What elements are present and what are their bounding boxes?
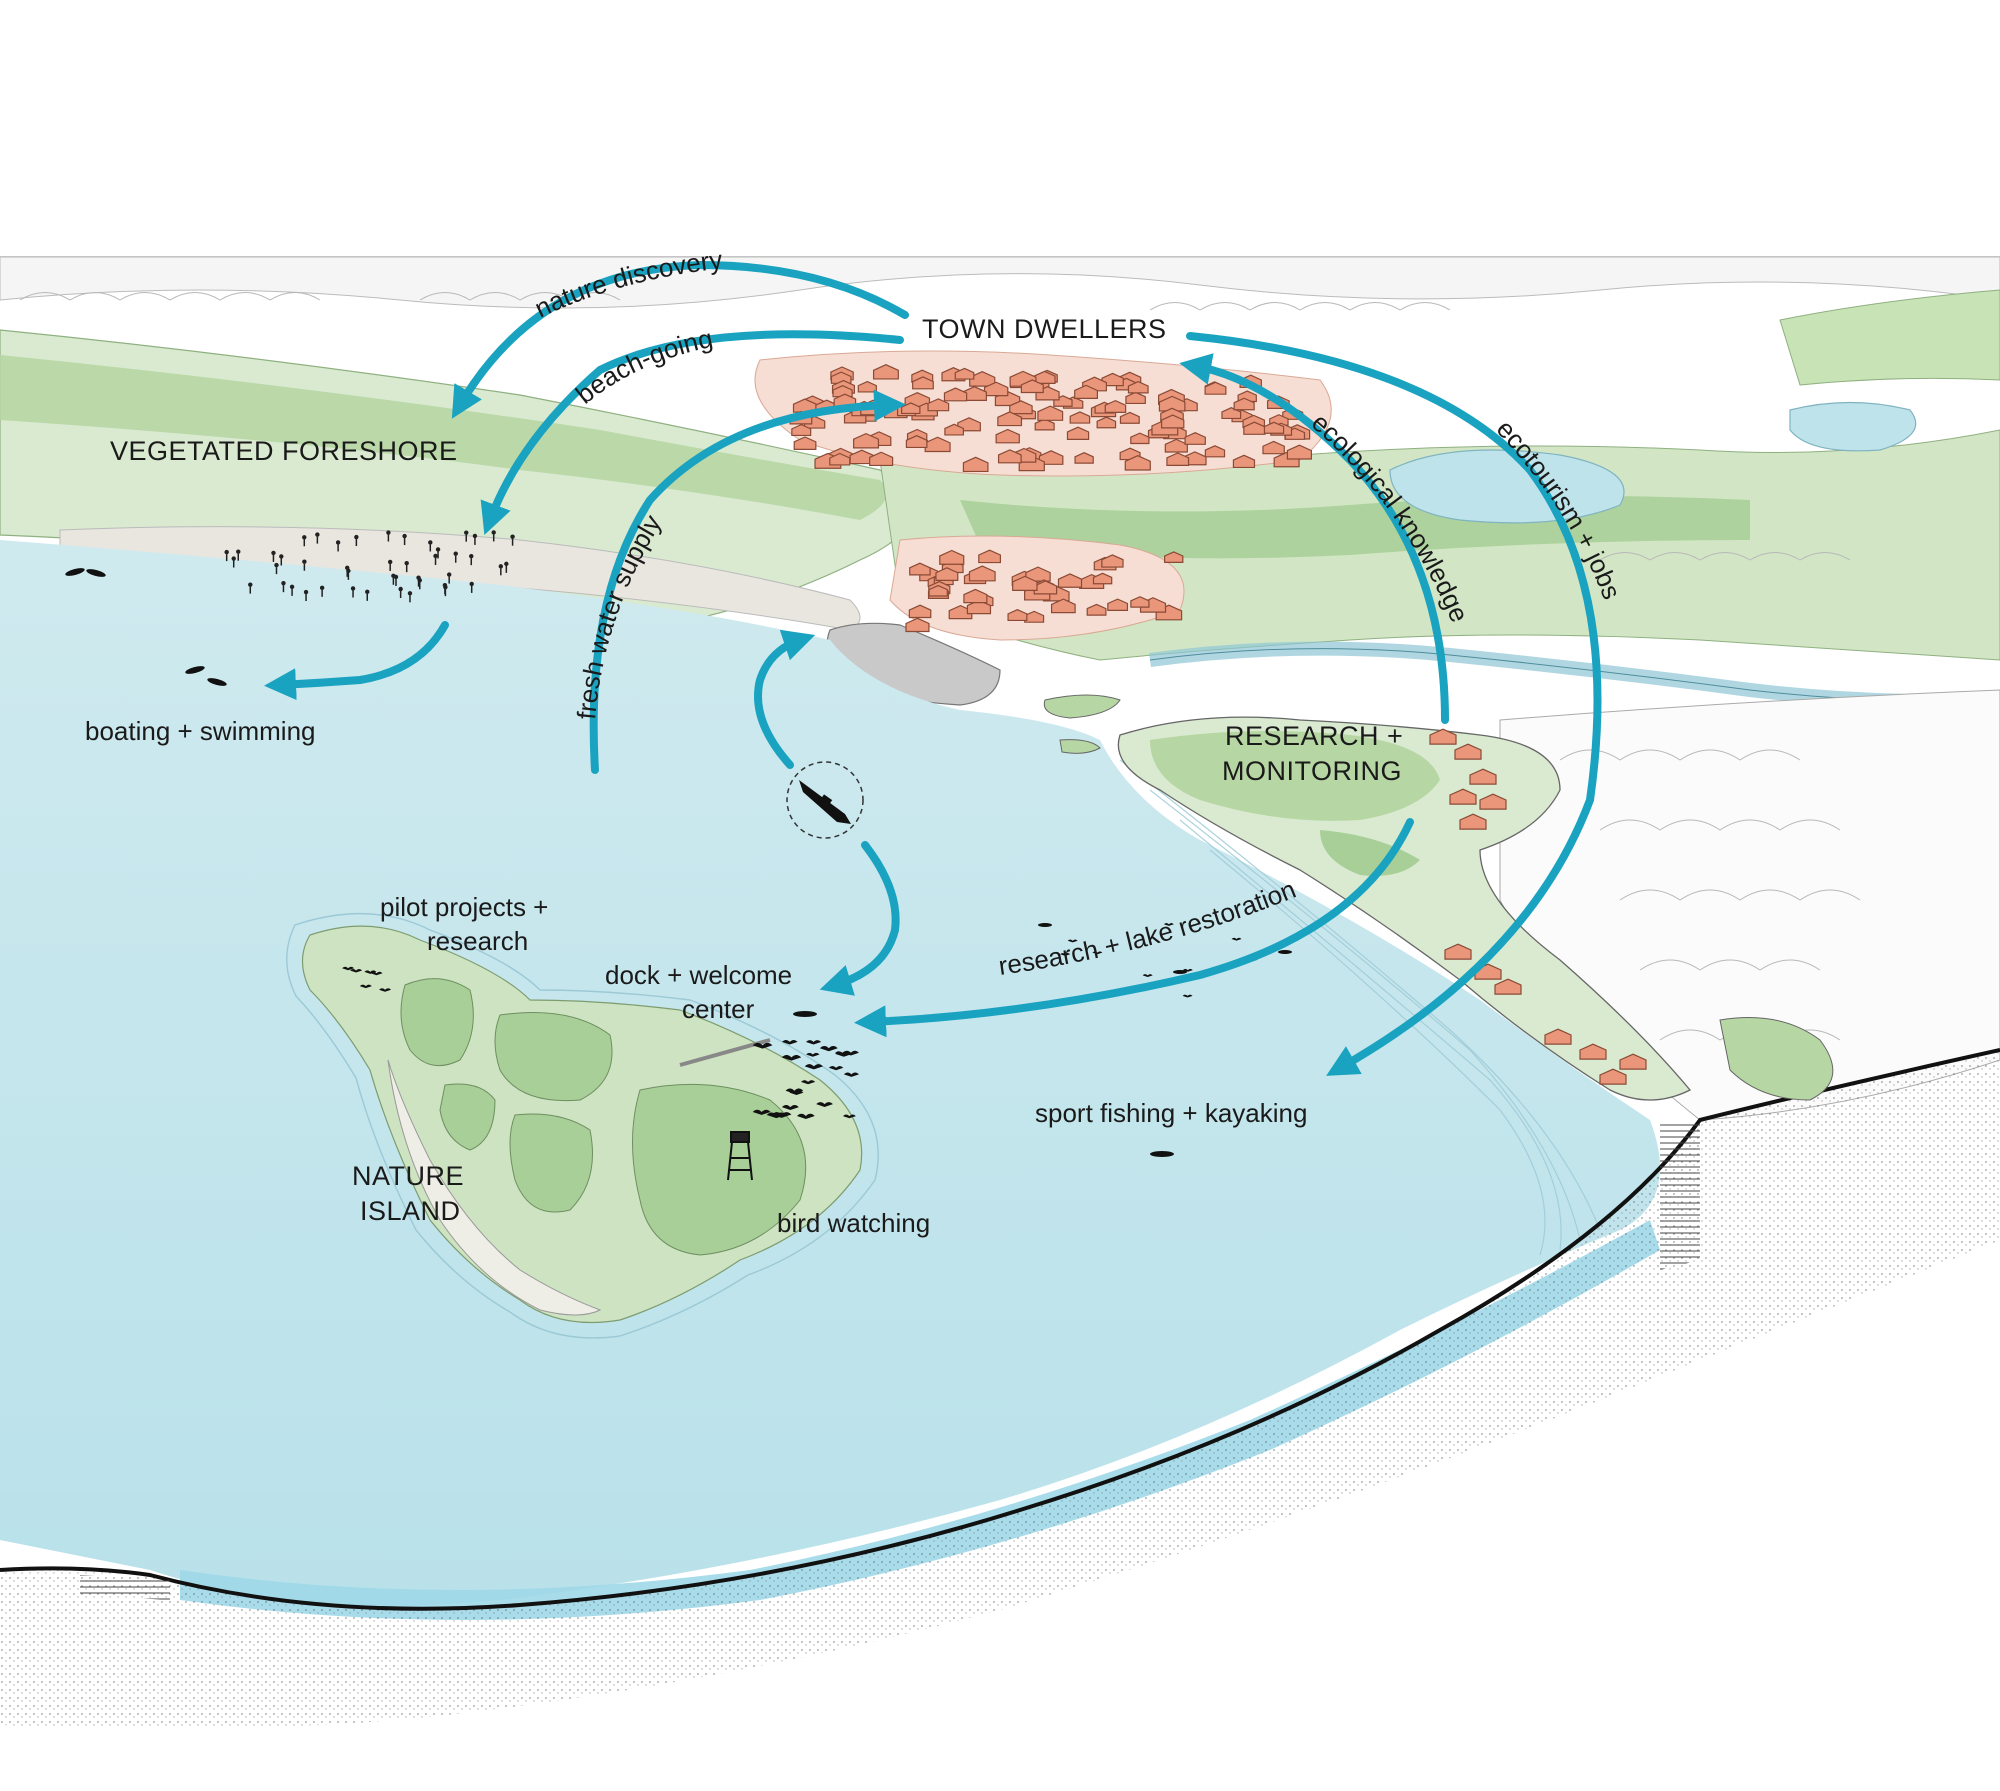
watchtower-icon [727, 1131, 753, 1181]
label-town-dwellers: TOWN DWELLERS [922, 314, 1167, 344]
label-pilot-projects-1: pilot projects + [380, 892, 548, 922]
flow-arrow-beach-going [480, 330, 904, 535]
flow-arrow-research-lake-restoration [854, 818, 1414, 1038]
place-labels: TOWN DWELLERS VEGETATED FORESHORE RESEAR… [85, 314, 1403, 1238]
flow-arrow-ecological-knowledge [1179, 353, 1449, 724]
flow-label-beach-going: beach-going [570, 323, 715, 410]
flow-arrows [264, 260, 1602, 1076]
flow-arrow-boat-to-dock [819, 841, 900, 996]
research-peninsula [1043, 694, 1834, 1101]
label-nature-island-2: ISLAND [360, 1196, 461, 1226]
label-research-monitoring-1: RESEARCH + [1225, 721, 1403, 751]
label-bird-watching: bird watching [777, 1208, 930, 1238]
label-dock-welcome-1: dock + welcome [605, 960, 792, 990]
label-research-monitoring-2: MONITORING [1222, 756, 1402, 786]
flow-arrow-nature-discovery [451, 260, 909, 419]
research-buildings [1429, 728, 1647, 1085]
label-pilot-projects-2: research [427, 926, 528, 956]
beach-people [224, 530, 515, 603]
kayak-icon [1038, 923, 1292, 1157]
boat-icon [65, 568, 817, 1017]
label-boating-swimming: boating + swimming [85, 716, 316, 746]
boat-icon [786, 761, 864, 839]
label-dock-welcome-2: center [682, 994, 755, 1024]
label-vegetated-foreshore: VEGETATED FORESHORE [110, 436, 458, 466]
label-nature-island-1: NATURE [352, 1161, 464, 1191]
flow-arrow-ecotourism-jobs [1186, 332, 1602, 1076]
flow-arrow-boat-to-headland [754, 629, 816, 769]
lake [0, 540, 2000, 1729]
label-sport-fishing-kayaking: sport fishing + kayaking [1035, 1098, 1307, 1128]
flow-arrow-beach-to-boating [264, 621, 449, 701]
flow-arrow-fresh-water-supply [589, 389, 906, 774]
town-houses [789, 364, 1313, 633]
